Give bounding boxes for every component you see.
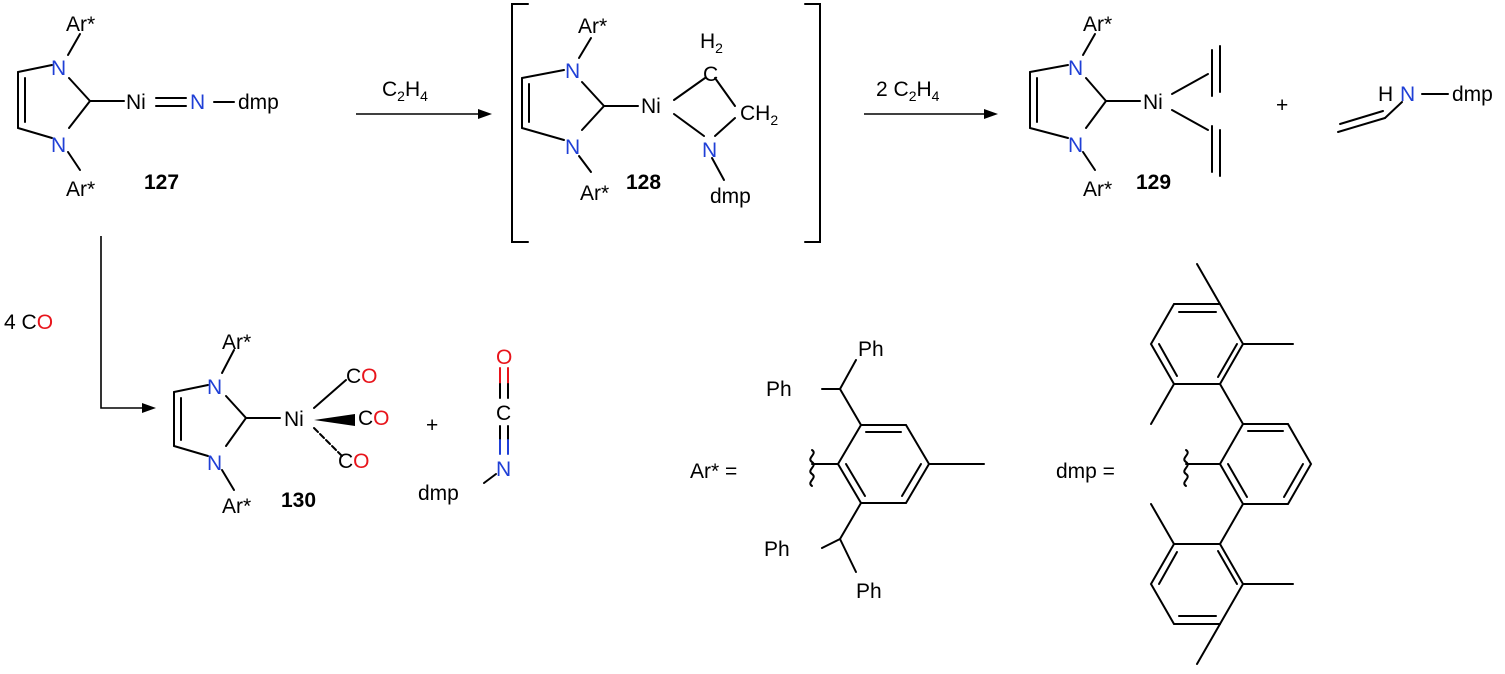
ethylene-reagent: C2H4 (382, 78, 428, 104)
compound-129: Ar* N N Ar* Ni 129 (1029, 13, 1221, 201)
imidazole-n1-label: N (207, 376, 222, 399)
ar-bottom-label: Ar* (1083, 178, 1112, 201)
nickel-label: Ni (126, 91, 146, 114)
carbonyl-1-label: CO (346, 365, 378, 388)
imidazole-n1-label: N (51, 57, 66, 80)
ar-definition: Ar* = Ph Ph Ph Ph (690, 338, 985, 603)
compound-128: Ar* N N Ar* Ni H2 C CH2 N dmp 128 (511, 3, 821, 243)
amine-n-label: N (1400, 83, 1415, 106)
plus-sign: + (426, 414, 438, 437)
isocyanate-c-label: C (496, 402, 511, 425)
phenyl-label: Ph (764, 538, 790, 561)
co-reagent: 4 CO (4, 311, 53, 334)
dmp-label: dmp (1452, 83, 1493, 106)
imidazole-n2-label: N (207, 452, 222, 475)
dmp-label: dmp (238, 91, 279, 114)
compound-127: Ar* N N Ar* Ni N dmp 127 (17, 13, 279, 201)
methylene-h2-label: H2 (700, 30, 723, 56)
compound-number-128: 128 (626, 171, 661, 194)
imidazole-n1-label: N (565, 60, 580, 83)
imidazole-n2-label: N (1068, 134, 1083, 157)
two-ethylene-reagent: 2 C2H4 (876, 78, 940, 104)
ch2-label: CH2 (740, 102, 778, 128)
arrow-carbon-monoxide: 4 CO (4, 236, 156, 413)
dmp-definition-label: dmp = (1056, 460, 1115, 483)
compound-130: Ar* N N Ar* Ni CO CO CO 130 (173, 331, 390, 518)
phenyl-label: Ph (856, 580, 882, 603)
imidazole-n2-label: N (565, 136, 580, 159)
nickel-label: Ni (1143, 91, 1163, 114)
amine-h-label: H (1378, 83, 1393, 106)
phenyl-label: Ph (858, 338, 884, 361)
ar-bottom-label: Ar* (580, 182, 609, 205)
compound-number-130: 130 (281, 489, 316, 512)
isocyanate-n-label: N (496, 458, 511, 481)
ar-bottom-label: Ar* (66, 178, 95, 201)
dmp-label: dmp (418, 482, 459, 505)
imidazole-n1-label: N (1068, 57, 1083, 80)
isocyanate-product: O C N dmp (418, 346, 512, 505)
carbonyl-3-label: CO (338, 450, 370, 473)
isocyanate-o-label: O (496, 346, 512, 369)
ar-top-label: Ar* (66, 13, 95, 36)
arrow-two-ethylene: 2 C2H4 (864, 78, 998, 119)
ar-top-label: Ar* (1083, 13, 1112, 36)
compound-number-127: 127 (144, 171, 179, 194)
ar-top-label: Ar* (578, 15, 607, 38)
phenyl-label: Ph (766, 378, 792, 401)
imido-n-label: N (190, 91, 205, 114)
metallacycle-carbon-label: C (703, 63, 718, 86)
ar-definition-label: Ar* = (690, 460, 737, 483)
ar-bottom-label: Ar* (222, 495, 251, 518)
enamine-product: H N dmp (1337, 83, 1493, 133)
imidazole-n2-label: N (51, 134, 66, 157)
plus-sign: + (1276, 94, 1288, 117)
dmp-label: dmp (710, 185, 751, 208)
nickel-label: Ni (641, 95, 661, 118)
ar-top-label: Ar* (222, 331, 251, 354)
arrow-ethylene: C2H4 (356, 78, 492, 119)
metallacycle-n-label: N (702, 139, 717, 162)
nickel-label: Ni (284, 408, 304, 431)
compound-number-129: 129 (1136, 171, 1171, 194)
dmp-definition: dmp = (1056, 263, 1313, 665)
carbonyl-2-label: CO (358, 407, 390, 430)
